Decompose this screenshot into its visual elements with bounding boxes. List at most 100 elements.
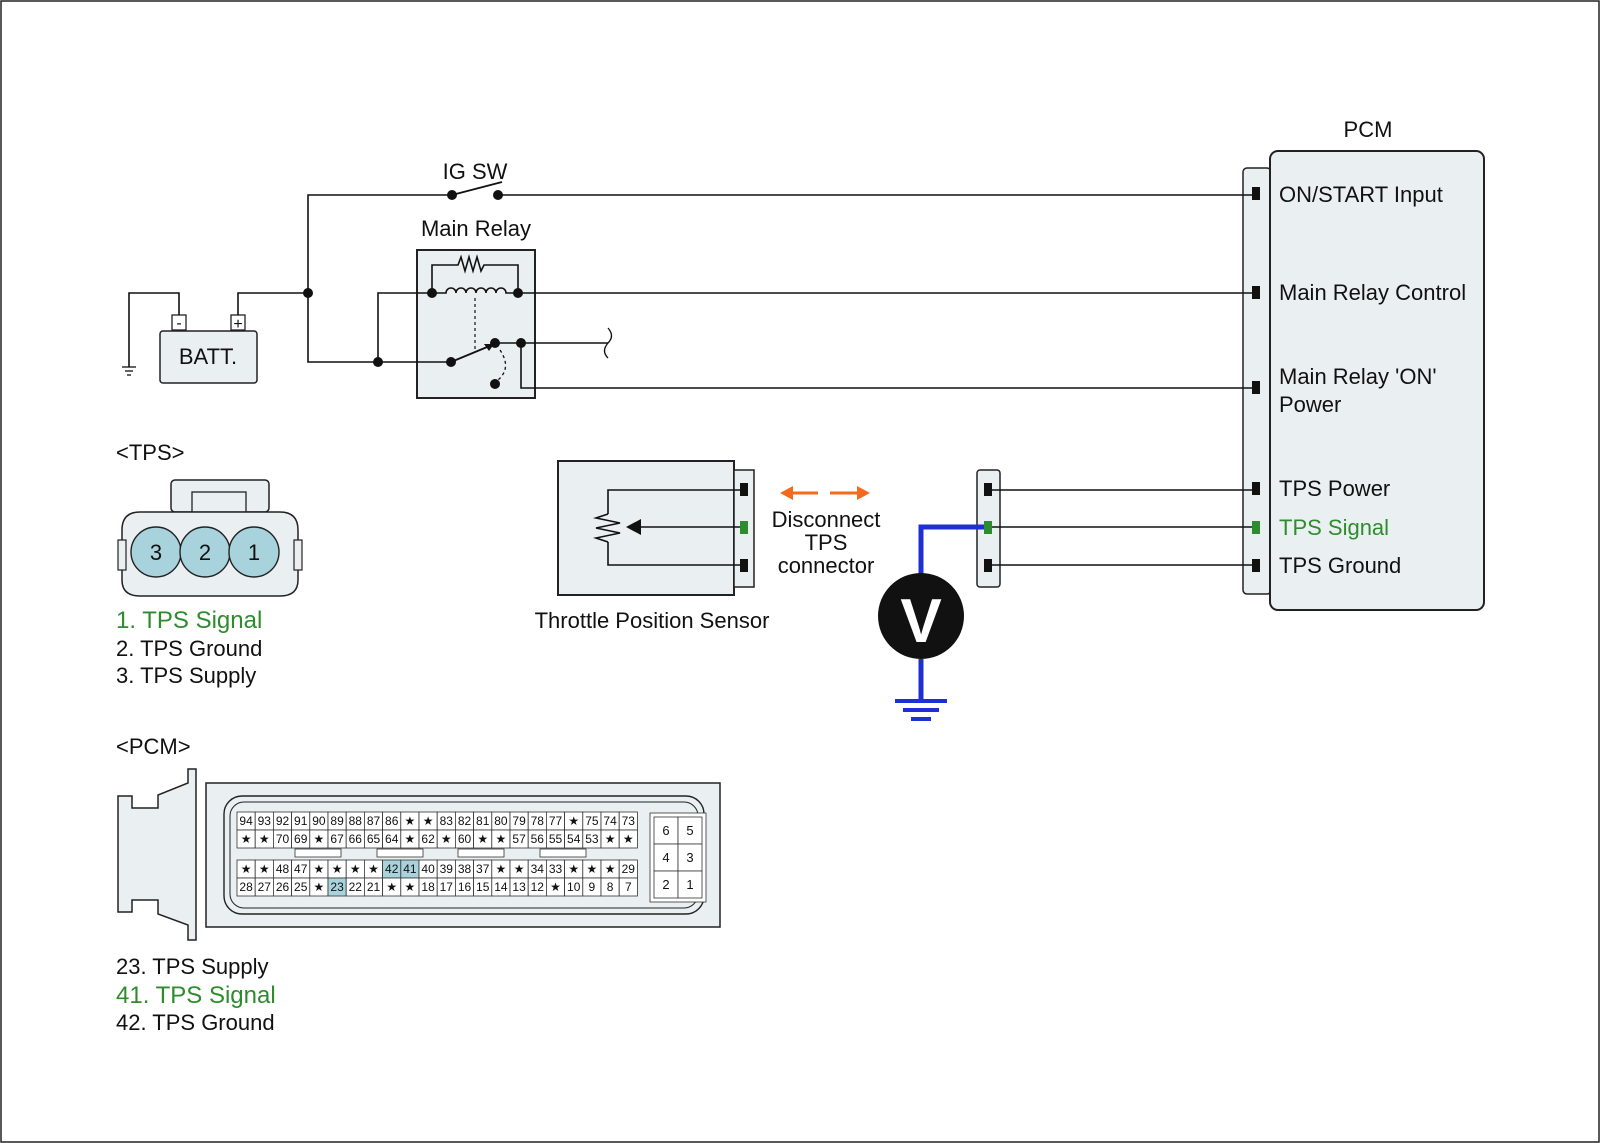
pcm-pin-number: 38 <box>458 862 472 876</box>
relay-nc-contact <box>490 379 500 389</box>
pcm-pin-number: 91 <box>294 814 308 828</box>
pcm-pin-number: ★ <box>314 832 325 846</box>
ig-switch-blade <box>451 181 503 196</box>
harness-pin <box>984 483 992 496</box>
pcm-small-pin-cell <box>677 816 703 845</box>
pcm-small-pin-number: 3 <box>686 850 693 865</box>
pcm-label-main-relay-on: Main Relay 'ON' <box>1279 364 1437 389</box>
pcm-pin-main-relay-control <box>1252 286 1260 299</box>
pcm-pin-number: 82 <box>458 814 472 828</box>
pcm-pin-number: ★ <box>259 862 270 876</box>
pcm-pin-number: 22 <box>349 880 363 894</box>
pcm-connector-heading: <PCM> <box>116 734 191 759</box>
pcm-module: PCM ON/START Input Main Relay Control Ma… <box>1242 117 1485 611</box>
pcm-pin-number: 69 <box>294 832 308 846</box>
pcm-pin-number: ★ <box>477 832 488 846</box>
pcm-pin-tps-power <box>1252 482 1260 495</box>
pcm-pin-number: 75 <box>585 814 599 828</box>
tps-pin-1 <box>228 526 280 578</box>
pcm-pin-number: ★ <box>605 832 616 846</box>
pcm-pin-number: ★ <box>241 862 252 876</box>
pcm-pin-number: ★ <box>241 832 252 846</box>
pcm-pin-number: ★ <box>350 862 361 876</box>
pcm-small-pin-number: 2 <box>662 877 669 892</box>
sensor-pin <box>740 483 748 496</box>
wiper-arrow-icon <box>626 519 641 535</box>
pcm-pin-number: 18 <box>421 880 435 894</box>
harness-pin <box>984 559 992 572</box>
pcm-pin-number: 55 <box>549 832 563 846</box>
pcm-label-main-relay-control: Main Relay Control <box>1279 280 1466 305</box>
pcm-pin-number: 41 <box>403 862 417 876</box>
pcm-pin-number: 56 <box>531 832 545 846</box>
relay-coil-feed-wire <box>377 292 432 362</box>
battery-ground-wire <box>128 292 180 367</box>
pcm-small-pin-cell <box>677 870 703 899</box>
pcm-legend-item: 42. TPS Ground <box>116 1010 275 1035</box>
pcm-pin-number: 81 <box>476 814 490 828</box>
relay-coil-icon <box>432 287 518 294</box>
tps-legend-item: 3. TPS Supply <box>116 663 256 688</box>
pcm-pin-number: 37 <box>476 862 490 876</box>
pcm-pin-number: 57 <box>512 832 526 846</box>
pcm-pin-number: 48 <box>276 862 290 876</box>
relay-travel-arc <box>497 349 507 381</box>
pcm-pin-number: ★ <box>332 862 343 876</box>
potentiometer-icon <box>592 513 621 543</box>
pcm-pin-number: 94 <box>239 814 253 828</box>
pcm-label-tps-signal: TPS Signal <box>1279 515 1389 540</box>
sensor-pin <box>740 559 748 572</box>
pcm-label-tps-ground: TPS Ground <box>1279 553 1401 578</box>
ig-feed-wire <box>307 194 452 293</box>
pcm-pin-number: 14 <box>494 880 508 894</box>
pcm-pin-number: 54 <box>567 832 581 846</box>
pcm-pin-number: ★ <box>587 862 598 876</box>
pcm-pin-number: 78 <box>531 814 545 828</box>
relay-switch-blade <box>450 344 493 363</box>
pcm-pin-number: 60 <box>458 832 472 846</box>
pcm-pin-number: 89 <box>330 814 344 828</box>
pcm-pin-number: ★ <box>568 862 579 876</box>
wire-break-icon <box>603 327 613 359</box>
pcm-pin-main-relay-power <box>1252 381 1260 394</box>
pcm-pin-number: 83 <box>440 814 454 828</box>
battery-label: BATT. <box>179 344 237 369</box>
battery-negative-sign: - <box>176 315 181 332</box>
main-relay-label: Main Relay <box>421 216 531 241</box>
pcm-small-pin-cell <box>677 843 703 872</box>
disconnect-arrows-icon <box>780 486 870 500</box>
harness-pin-signal <box>984 521 992 534</box>
pcm-label-main-relay-power: Power <box>1279 392 1341 417</box>
pcm-pin-number: 25 <box>294 880 308 894</box>
battery-positive-sign: + <box>233 316 242 333</box>
tps-legend-item: 1. TPS Signal <box>116 607 262 634</box>
pcm-small-pin-number: 6 <box>662 823 669 838</box>
tps-side-rib <box>117 539 127 571</box>
pcm-small-pin-number: 5 <box>686 823 693 838</box>
pcm-small-pin-cell <box>653 816 679 845</box>
pcm-key-slot <box>294 848 342 858</box>
pcm-pin-number: 26 <box>276 880 290 894</box>
tps-legend-item: 2. TPS Ground <box>116 636 262 661</box>
pcm-pin-number: 12 <box>531 880 545 894</box>
battery-box <box>159 330 258 384</box>
pcm-label-on-start: ON/START Input <box>1279 182 1443 207</box>
sensor-circuit: Throttle Position Sensor Disconnect TPS … <box>535 460 1252 721</box>
pcm-pin-number: 28 <box>239 880 253 894</box>
pcm-pin-number: ★ <box>496 862 507 876</box>
tps-pin-number: 1 <box>248 540 260 565</box>
pcm-pin-number: 73 <box>622 814 636 828</box>
pcm-pin-on-start <box>1252 187 1260 200</box>
pcm-pin-number: 47 <box>294 862 308 876</box>
pcm-pin-number: 90 <box>312 814 326 828</box>
pcm-pin-cell <box>618 829 638 849</box>
disconnect-label: TPS <box>805 530 848 555</box>
pcm-small-pin-number: 1 <box>686 877 693 892</box>
pcm-pin-number: ★ <box>514 862 525 876</box>
pcm-legend-item: 23. TPS Supply <box>116 954 268 979</box>
pcm-pin-number: 15 <box>476 880 490 894</box>
pcm-pin-number: 64 <box>385 832 399 846</box>
pcm-pin-number: 66 <box>349 832 363 846</box>
